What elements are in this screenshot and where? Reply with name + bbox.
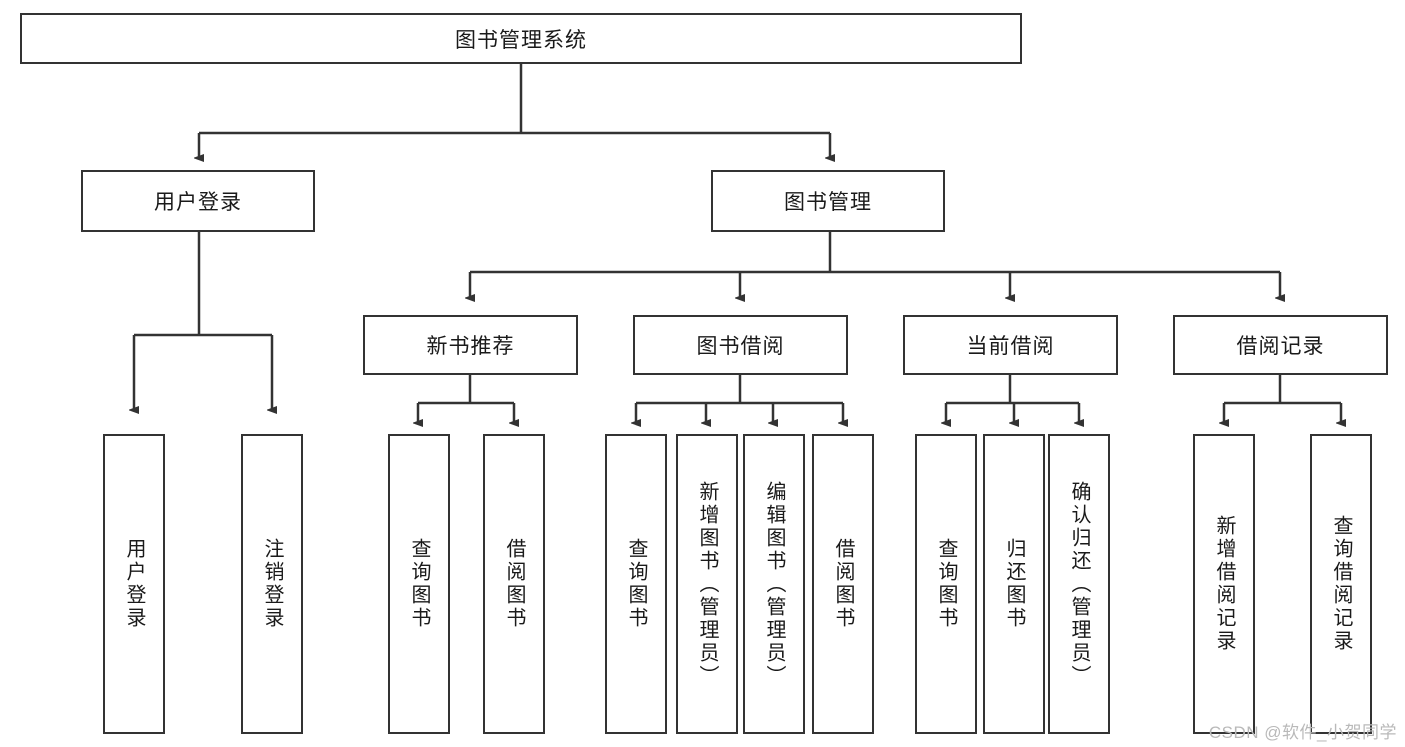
node-label: 新增图书（管理员）	[696, 480, 718, 688]
node-label: 查询图书	[625, 538, 647, 630]
leaf-edit-book-admin[interactable]: 编辑图书（管理员）	[743, 434, 805, 734]
node-new-book-recommend[interactable]: 新书推荐	[363, 315, 578, 375]
leaf-query-borrow-record[interactable]: 查询借阅记录	[1310, 434, 1372, 734]
leaf-borrow-book-recommend[interactable]: 借阅图书	[483, 434, 545, 734]
leaf-add-book-admin[interactable]: 新增图书（管理员）	[676, 434, 738, 734]
node-label: 用户登录	[154, 191, 242, 214]
node-label: 图书管理	[784, 191, 872, 214]
leaf-user-logout[interactable]: 注销登录	[241, 434, 303, 734]
node-label: 新增借阅记录	[1213, 515, 1235, 653]
node-user-login[interactable]: 用户登录	[81, 170, 315, 232]
node-label: 编辑图书（管理员）	[763, 480, 785, 688]
leaf-borrow-book[interactable]: 借阅图书	[812, 434, 874, 734]
leaf-query-book-current[interactable]: 查询图书	[915, 434, 977, 734]
node-label: 注销登录	[261, 538, 283, 630]
node-current-borrow[interactable]: 当前借阅	[903, 315, 1118, 375]
csdn-watermark: CSDN @软件_小贺同学	[1208, 723, 1397, 742]
node-label: 查询图书	[408, 538, 430, 630]
node-label: 当前借阅	[966, 335, 1055, 358]
node-system-root[interactable]: 图书管理系统	[20, 13, 1022, 64]
node-label: 图书借阅	[696, 335, 785, 358]
leaf-return-book[interactable]: 归还图书	[983, 434, 1045, 734]
node-label: 查询图书	[935, 538, 957, 630]
node-label: 借阅图书	[832, 538, 854, 630]
leaf-user-login[interactable]: 用户登录	[103, 434, 165, 734]
leaf-add-borrow-record[interactable]: 新增借阅记录	[1193, 434, 1255, 734]
node-label: 借阅记录	[1236, 335, 1325, 358]
node-label: 查询借阅记录	[1330, 515, 1352, 653]
node-label: 新书推荐	[426, 335, 515, 358]
node-label: 用户登录	[123, 538, 145, 630]
node-book-borrow[interactable]: 图书借阅	[633, 315, 848, 375]
node-label: 归还图书	[1003, 538, 1025, 630]
node-label: 借阅图书	[503, 538, 525, 630]
node-label: 图书管理系统	[455, 28, 587, 52]
leaf-query-book-borrow[interactable]: 查询图书	[605, 434, 667, 734]
node-book-management[interactable]: 图书管理	[711, 170, 945, 232]
leaf-query-book-recommend[interactable]: 查询图书	[388, 434, 450, 734]
leaf-confirm-return-admin[interactable]: 确认归还（管理员）	[1048, 434, 1110, 734]
node-label: 确认归还（管理员）	[1068, 480, 1090, 688]
node-borrow-record[interactable]: 借阅记录	[1173, 315, 1388, 375]
